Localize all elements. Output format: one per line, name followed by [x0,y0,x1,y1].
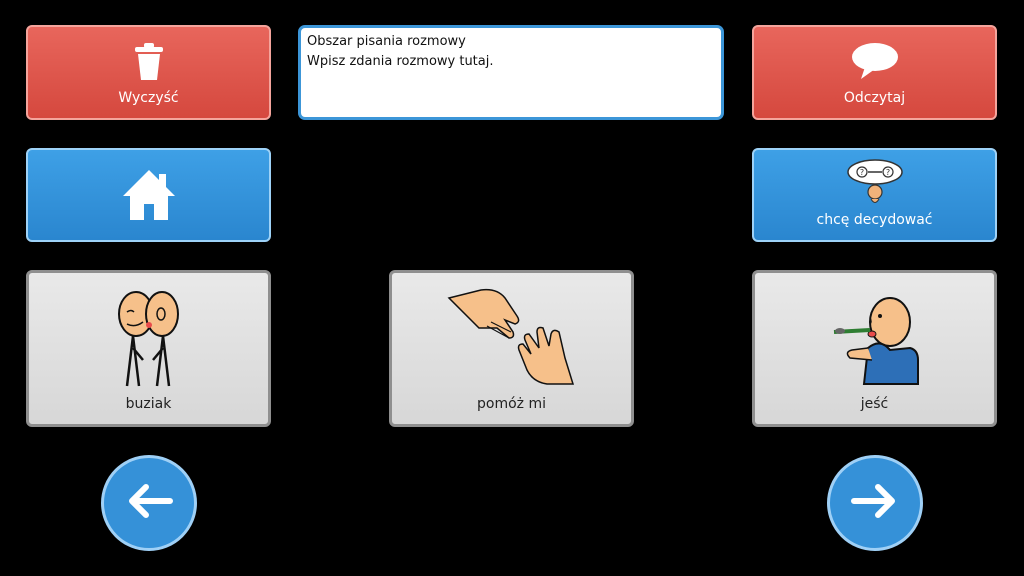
svg-text:?: ? [859,168,863,177]
svg-text:?: ? [885,168,889,177]
speak-button-label: Odczytaj [843,90,906,106]
thinking-person-icon: ? ? [845,158,905,206]
kiss-button[interactable]: buziak [26,270,271,427]
kiss-button-label: buziak [125,396,172,412]
eat-button[interactable]: jeść [752,270,997,427]
back-button[interactable] [101,455,197,551]
eating-icon [830,288,920,388]
home-icon [121,168,177,222]
clear-button-label: Wyczyść [118,90,179,106]
clear-button[interactable]: Wyczyść [26,25,271,120]
home-button[interactable] [26,148,271,242]
arrow-left-icon [124,481,174,525]
eat-button-label: jeść [860,396,889,412]
conversation-text-area[interactable]: Obszar pisania rozmowy Wpisz zdania rozm… [298,25,724,120]
kiss-icon [109,288,189,388]
help-me-button-label: pomóż mi [477,396,546,412]
help-me-button[interactable]: pomóż mi [389,270,634,427]
helping-hands-icon [447,288,577,388]
trash-icon [132,42,166,82]
text-area-line-1: Obszar pisania rozmowy [307,34,466,49]
speak-button[interactable]: Odczytaj [752,25,997,120]
decide-button[interactable]: ? ? chcę decydować [752,148,997,242]
text-area-line-2: Wpisz zdania rozmowy tutaj. [307,54,494,69]
arrow-right-icon [850,481,900,525]
forward-button[interactable] [827,455,923,551]
decide-button-label: chcę decydować [816,212,933,228]
speech-bubble-icon [851,42,899,80]
